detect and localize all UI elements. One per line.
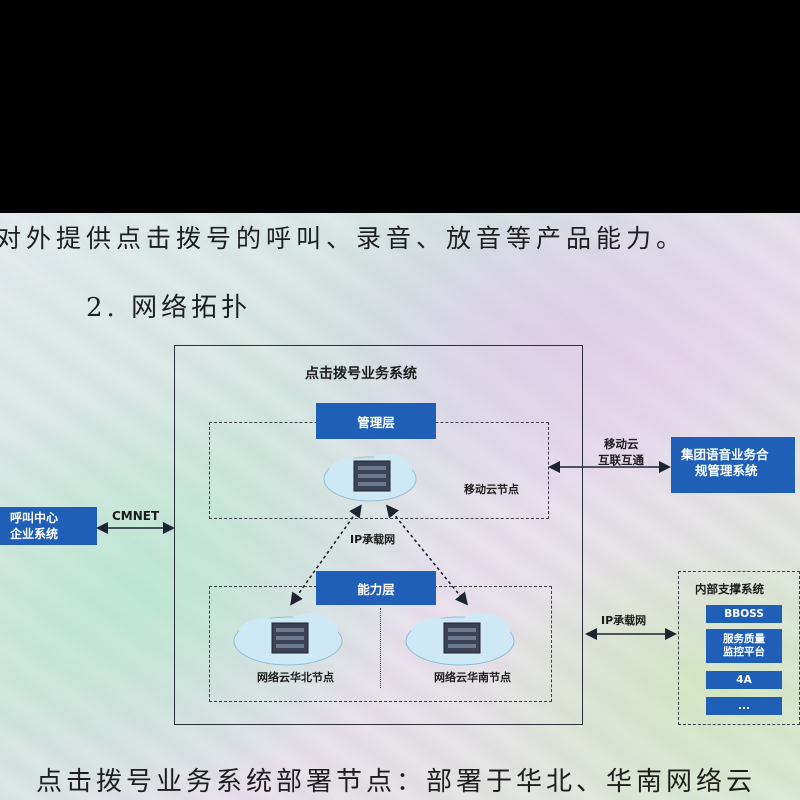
callcenter-label-2: 企业系统 [10,527,59,541]
support-item-more: ... [706,697,782,715]
interconnect-label-1: 移动云 [604,437,639,451]
support-item-label: ... [738,699,750,712]
intro-text-line: 对外提供点击拨号的呼叫、录音、放音等产品能力。 [0,224,687,253]
support-item-4a: 4A [706,671,782,689]
support-item-quality: 服务质量 监控平台 [706,629,782,663]
ip-link-south [385,504,469,606]
system-frame [174,345,583,725]
cloud-server-icon [405,613,515,666]
callcenter-label-1: 呼叫中心 [10,511,59,525]
section-heading: 2. 网络拓扑 [86,293,252,323]
management-layer-label: 管理层 [357,414,395,430]
group-system-box: 集团语音业务合 规管理系统 [671,437,795,493]
south-node-label: 网络云华南节点 [434,671,511,684]
support-title: 内部支撑系统 [695,582,764,596]
support-item-label: 4A [736,673,752,686]
cmnet-label: CMNET [112,509,160,523]
management-layer-box: 管理层 [316,403,436,439]
mobile-cloud-node-label: 移动云节点 [464,483,519,496]
footer-text-line: 点击拨号业务系统部署节点：部署于华北、华南网络云 [36,767,757,797]
callcenter-box: 呼叫中心 企业系统 [0,507,97,545]
document-photo: 对外提供点击拨号的呼叫、录音、放音等产品能力。 2. 网络拓扑 点击拨号业务系统… [0,213,800,800]
connector-layer [96,454,677,666]
group-label-2: 规管理系统 [695,463,758,478]
node-divider [380,608,381,688]
cloud-server-icon [323,454,417,502]
system-title: 点击拨号业务系统 [305,366,417,382]
capability-layer-label: 能力层 [357,581,395,597]
north-node-label: 网络云华北节点 [257,671,334,684]
cloud-server-icon [233,613,343,666]
support-item-bboss: BBOSS [706,605,782,623]
ip-bearer-right-label: IP承载网 [601,614,647,627]
group-label-1: 集团语音业务合 [681,447,769,462]
support-item-label: BBOSS [724,607,764,620]
ip-link-north [290,504,362,606]
support-item-label: 服务质量 监控平台 [723,633,765,658]
